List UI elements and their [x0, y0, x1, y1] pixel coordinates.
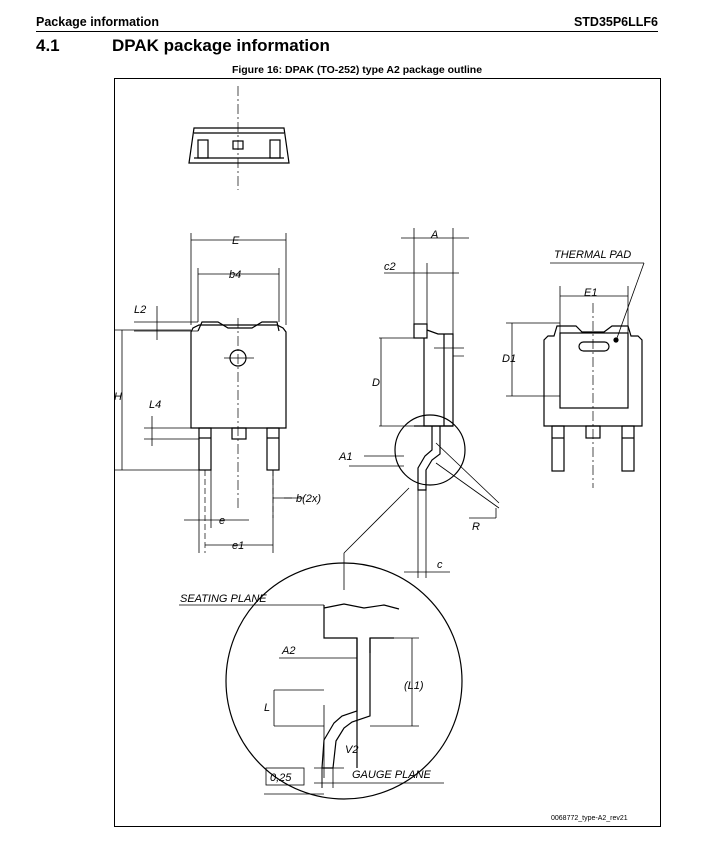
- dim-label-L2: L2: [134, 304, 146, 316]
- package-outline-drawing: E b4 L2 H L4 b(2x) e e1 A c2 D A1 R c TH…: [114, 86, 645, 800]
- dim-label-V2: V2: [345, 744, 358, 756]
- dim-label-D1: D1: [502, 353, 516, 365]
- seating-plane-label: SEATING PLANE: [180, 593, 267, 605]
- dim-label-R: R: [472, 521, 480, 533]
- front-view: [190, 318, 287, 553]
- section-number: 4.1: [36, 36, 60, 55]
- dim-label-e: e: [219, 515, 225, 527]
- gauge-value-box: [265, 767, 305, 786]
- back-view: [543, 303, 643, 488]
- dim-label-L1: (L1): [404, 680, 424, 692]
- gauge-plane-label: GAUGE PLANE: [352, 769, 432, 781]
- figure-caption: Figure 16: DPAK (TO-252) type A2 package…: [231, 64, 483, 76]
- dim-label-E1: E1: [584, 287, 597, 299]
- dim-label-D: D: [372, 377, 380, 389]
- section-heading: 4.1 DPAK package information: [36, 36, 330, 56]
- dim-label-A1: A1: [338, 451, 352, 463]
- dim-label-L4: L4: [149, 399, 161, 411]
- dim-label-b4: b4: [229, 269, 241, 281]
- dim-label-L: L: [264, 702, 270, 714]
- dim-label-A: A: [430, 229, 438, 241]
- thermal-pad-label: THERMAL PAD: [554, 249, 631, 261]
- dim-label-A2: A2: [281, 645, 295, 657]
- header-section-name: Package information: [36, 15, 159, 29]
- dim-label-H: H: [114, 391, 122, 403]
- top-view: [188, 127, 290, 164]
- section-title: DPAK package information: [112, 36, 330, 55]
- detail-view: [225, 562, 463, 800]
- dim-label-E: E: [232, 235, 240, 247]
- dim-label-b: b(2x): [296, 493, 321, 505]
- gauge-value-label: 0,25: [270, 772, 292, 784]
- figure-frame: [114, 78, 661, 827]
- header-part-number: STD35P6LLF6: [573, 15, 658, 29]
- side-view: [394, 323, 466, 491]
- dim-label-c2: c2: [384, 261, 396, 273]
- figure-reference: 0068772_type-A2_rev21: [551, 815, 628, 822]
- page-header: Package information STD35P6LLF6: [36, 13, 658, 32]
- dim-label-e1: e1: [232, 540, 244, 552]
- dim-label-c: c: [437, 559, 443, 571]
